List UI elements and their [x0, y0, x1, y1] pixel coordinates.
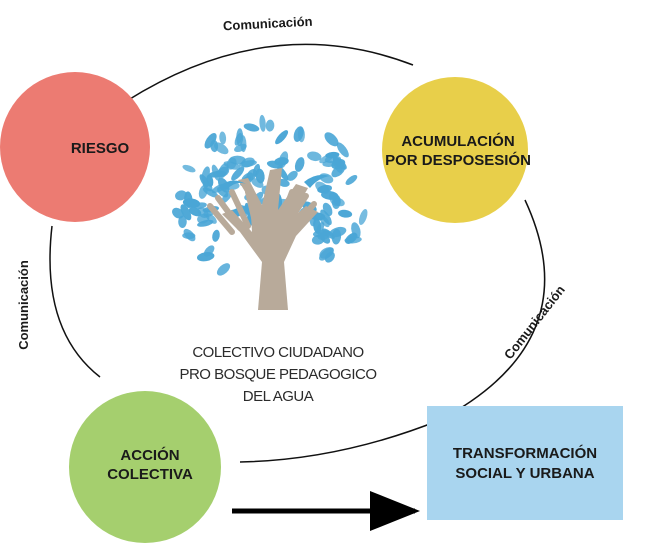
tree-leaf [278, 151, 289, 169]
bird-right [304, 174, 330, 188]
tree-leaf [201, 166, 210, 182]
node-acumulacion-line1: ACUMULACIÓN [401, 132, 514, 150]
tree-leaf [320, 209, 332, 226]
tree-leaf [324, 251, 335, 263]
tree-leaf [294, 157, 305, 172]
logo-text-line2: PRO BOSQUE PEDAGOGICO [179, 366, 376, 383]
tree-leaf [234, 143, 247, 153]
tree-leaf [307, 151, 322, 162]
hand-left [207, 189, 259, 235]
node-accion: ACCIÓN COLECTIVA [69, 391, 221, 543]
tree-leaf [275, 130, 289, 145]
tree-leaf [319, 153, 335, 164]
tree-leaf [243, 123, 260, 132]
node-accion-circle [69, 391, 221, 543]
tree-leaf [297, 127, 305, 143]
link-top-arc [124, 43, 414, 103]
node-transformacion-box [427, 406, 623, 520]
node-accion-line2: COLECTIVA [107, 466, 193, 483]
tree-leaf [172, 207, 184, 219]
tree-leaf [241, 157, 255, 168]
node-riesgo-label: RIESGO [71, 140, 130, 157]
node-transformacion: TRANSFORMACIÓN SOCIAL Y URBANA [427, 406, 623, 520]
tree-leaf [216, 263, 231, 276]
tree-leaf [255, 168, 265, 184]
node-transformacion-line1: TRANSFORMACIÓN [453, 444, 597, 462]
tree-leaf [329, 191, 341, 207]
tree-leaf [286, 170, 298, 181]
node-accion-line1: ACCIÓN [120, 446, 179, 464]
tree-leaf [336, 142, 349, 158]
tree-leaf [204, 133, 217, 149]
tree-leaf [259, 114, 266, 132]
tree-leaf [231, 166, 245, 181]
tree-leaf [216, 166, 230, 178]
tree-leaf [315, 181, 330, 194]
link-left-label: Comunicación [16, 260, 31, 350]
tree-leaf [265, 119, 275, 132]
node-riesgo: RIESGO [0, 72, 150, 222]
node-acumulacion-line2: POR DESPOSESIÓN [385, 151, 531, 169]
node-transformacion-line2: SOCIAL Y URBANA [455, 465, 594, 482]
tree-leaf [345, 175, 358, 185]
tree-leaf [322, 202, 333, 216]
tree-leaf [358, 209, 368, 225]
link-right-label: Comunicación [501, 282, 568, 362]
link-left-arc [49, 225, 101, 378]
tree-leaf [331, 228, 342, 245]
tree-leaf [351, 222, 361, 239]
logo-tree-icon [172, 114, 368, 310]
tree-leaf [203, 245, 215, 257]
tree-leaf [202, 181, 213, 192]
tree-leaf [182, 164, 196, 173]
tree-leaf [197, 219, 214, 227]
tree-leaf [175, 190, 187, 201]
logo-text-line3: DEL AGUA [243, 388, 314, 405]
tree-leaf [188, 207, 202, 217]
tree-leaf [226, 157, 237, 170]
tree-leaf [234, 132, 243, 146]
tree-leaf [180, 204, 192, 221]
node-acumulacion: ACUMULACIÓN POR DESPOSESIÓN [382, 77, 531, 223]
tree-trunk [222, 168, 318, 310]
hand-right [269, 187, 317, 233]
link-top-label: Comunicación [223, 14, 313, 34]
tree-leaf [338, 209, 353, 218]
tree-leaf [211, 164, 221, 181]
tree-leaf [213, 142, 229, 155]
logo-text-line1: COLECTIVO CIUDADANO [192, 344, 363, 361]
node-acumulacion-circle [382, 77, 528, 223]
tree-leaf [332, 156, 347, 170]
tree-leaf [178, 215, 187, 228]
node-riesgo-circle [0, 72, 150, 222]
tree-leaf [212, 229, 220, 242]
tree-leaf [182, 232, 196, 240]
tree-leaf [219, 131, 227, 145]
tree-leaf [324, 132, 339, 147]
bird-left [220, 180, 246, 190]
